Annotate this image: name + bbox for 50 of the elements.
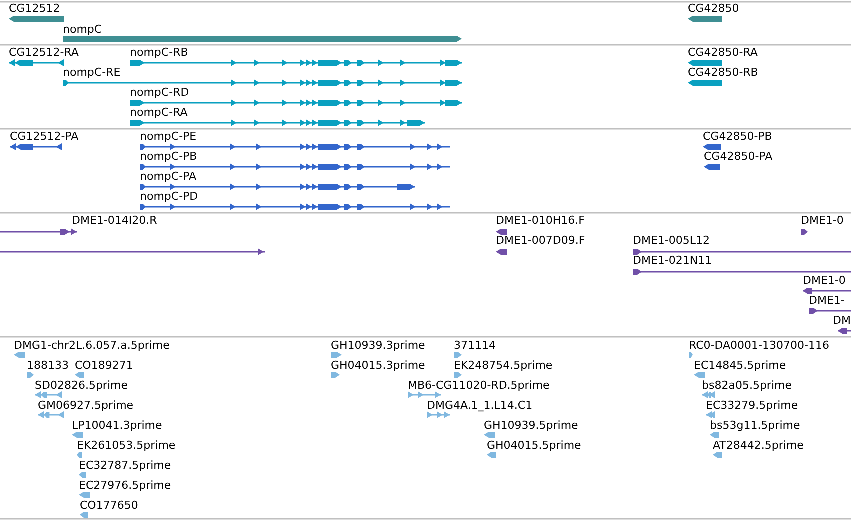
feature-label: EK261053.5prime [77,439,176,452]
feature-label: LP10041.3prime [72,419,162,432]
feature-label: AT28442.5prime [713,439,804,452]
feature-label: DME1-005L12 [633,234,710,247]
feature-label: GH04015.3prime [331,359,426,372]
feature-label: 188133 [27,359,69,372]
feature-label: nompC-PB [140,150,198,163]
feature-label: CG42850-PA [704,150,773,163]
feature-label: GH10939.3prime [331,339,426,352]
feature-label: DME1- [809,294,845,307]
feature-label: CG42850-PB [703,130,772,143]
feature-label: DME1-021N11 [633,254,712,267]
feature-label: GH04015.5prime [487,439,582,452]
feature-label: DME1-010H16.F [496,214,585,227]
feature-label: EC14845.5prime [694,359,786,372]
feature-label: EK248754.5prime [454,359,553,372]
feature-label: GH10939.5prime [484,419,578,432]
feature-label: GM06927.5prime [38,399,134,412]
feature-label: DM [833,314,851,327]
feature-label: bs82a05.5prime [702,379,792,392]
feature-label: nompC-RE [63,66,121,79]
feature-label: CG42850 [688,2,740,15]
feature-label: CO189271 [75,359,134,372]
feature-label: CO177650 [80,499,138,512]
feature-label: nompC-PD [140,190,198,203]
feature-label: DMG1-chr2L.6.057.a.5prime [14,339,170,352]
feature-label: CG12512-PA [10,130,79,143]
feature-label: bs53g11.5prime [710,419,800,432]
feature-label: EC33279.5prime [706,399,798,412]
feature-label: nompC [63,23,102,36]
feature-label: nompC-RD [130,86,190,99]
feature-label: EC27976.5prime [79,479,172,492]
feature-label: DME1-0 [801,214,844,227]
feature-label: CG12512 [9,2,60,15]
feature-label: DME1-007D09.F [496,234,586,247]
feature-label: DME1-014I20.R [72,214,158,227]
feature-label: 371114 [454,339,496,352]
feature-label: RC0-DA0001-130700-116 [689,339,830,352]
feature-label: MB6-CG11020-RD.5prime [408,379,550,392]
feature-label: SD02826.5prime [35,379,128,392]
feature-label: nompC-RB [130,46,188,59]
feature-label: CG12512-RA [9,46,79,59]
feature-label: CG42850-RA [688,46,758,59]
feature-label: EC32787.5prime [79,459,172,472]
feature-label: CG42850-RB [688,66,758,79]
feature-label: nompC-PE [140,130,197,143]
feature-label: nompC-RA [130,106,188,119]
feature-label: nompC-PA [140,170,197,183]
feature-label: DMG4A.1_1.L14.C1 [427,399,533,412]
feature-label: DME1-0 [803,274,846,287]
